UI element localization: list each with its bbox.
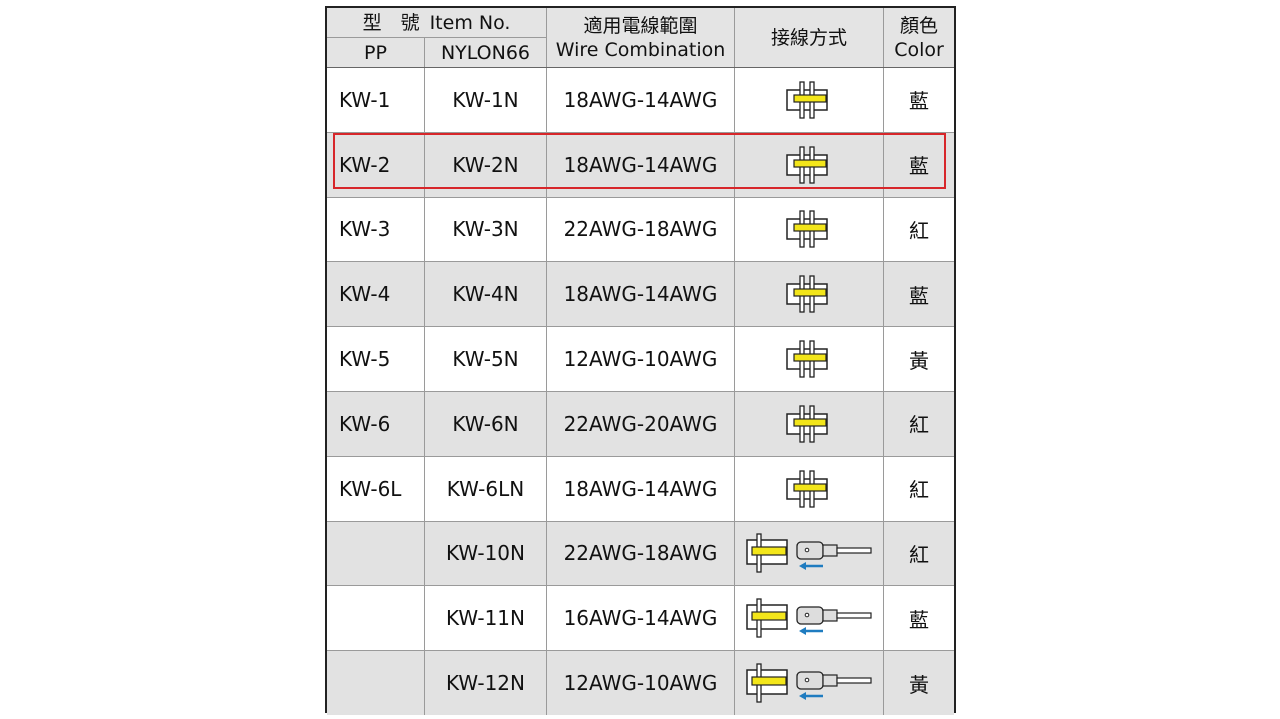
wire-range-cell: 12AWG-10AWG xyxy=(547,327,735,391)
row-divider xyxy=(327,131,954,133)
nylon-model-cell: KW-12N xyxy=(425,651,547,715)
connection-cell xyxy=(735,586,884,651)
wire-range-cell: 22AWG-20AWG xyxy=(547,392,735,456)
tab-connector-icon xyxy=(783,80,835,120)
table-row: KW-6 KW-6N 22AWG-20AWG 紅 xyxy=(327,392,954,456)
pp-model-cell: KW-6L xyxy=(327,456,425,521)
row-divider xyxy=(327,391,954,392)
color-header: 顏色 Color xyxy=(884,8,954,67)
connection-cell xyxy=(735,392,884,456)
wire-range-cell: 16AWG-14AWG xyxy=(547,586,735,651)
wire-zh-label: 適用電線範圍 xyxy=(583,14,698,37)
tab-connector-icon xyxy=(783,404,835,444)
model-label: 型 號 xyxy=(362,11,420,34)
nylon-model-cell: KW-4N xyxy=(425,262,547,327)
pp-model-cell: KW-3 xyxy=(327,197,425,262)
wire-en-label: Wire Combination xyxy=(555,38,726,61)
wire-range-cell: 18AWG-14AWG xyxy=(547,262,735,327)
row-divider xyxy=(327,455,954,457)
color-cell: 黃 xyxy=(909,348,929,373)
table-row: KW-5 KW-5N 12AWG-10AWG 黃 xyxy=(327,327,954,391)
row-divider xyxy=(327,650,954,652)
wire-range-cell: 22AWG-18AWG xyxy=(547,197,735,262)
nylon-model-cell: KW-11N xyxy=(425,586,547,651)
connector-spec-table: 型 號 Item No. PP NYLON66 適用電線範圍 Wire Comb… xyxy=(325,6,956,715)
tab-connector-icon xyxy=(783,209,835,249)
row-divider xyxy=(327,326,954,328)
pp-model-cell: KW-4 xyxy=(327,262,425,327)
table-row: KW-12N 12AWG-10AWG 黃 xyxy=(327,651,954,715)
color-cell: 紅 xyxy=(909,478,929,503)
color-en-label: Color xyxy=(894,38,944,61)
item-no-header: 型 號 Item No. xyxy=(327,8,547,38)
row-divider xyxy=(327,196,954,198)
table-header: 型 號 Item No. PP NYLON66 適用電線範圍 Wire Comb… xyxy=(327,8,954,67)
nylon-model-cell: KW-3N xyxy=(425,197,547,262)
pp-model-cell xyxy=(327,521,425,586)
pp-model-cell xyxy=(327,651,425,715)
pp-model-cell: KW-2 xyxy=(327,132,425,197)
item-no-label: Item No. xyxy=(429,11,511,34)
pp-model-cell xyxy=(327,586,425,651)
pp-model-cell: KW-1 xyxy=(327,68,425,132)
table-row: KW-4 KW-4N 18AWG-14AWG 藍 xyxy=(327,262,954,327)
connection-cell xyxy=(735,521,884,586)
tab-with-terminal-icon xyxy=(743,597,875,639)
table-row: KW-11N 16AWG-14AWG 藍 xyxy=(327,586,954,651)
color-cell: 紅 xyxy=(909,542,929,567)
nylon-header: NYLON66 xyxy=(425,38,547,67)
color-cell: 藍 xyxy=(909,283,929,308)
tab-connector-icon xyxy=(783,274,835,314)
wire-range-cell: 12AWG-10AWG xyxy=(547,651,735,715)
wire-range-cell: 18AWG-14AWG xyxy=(547,456,735,521)
nylon-model-cell: KW-1N xyxy=(425,68,547,132)
connection-cell xyxy=(735,197,884,262)
color-zh-label: 顏色 xyxy=(899,14,938,37)
color-cell: 藍 xyxy=(909,607,929,632)
tab-with-terminal-icon xyxy=(743,662,875,704)
row-divider xyxy=(327,585,954,587)
nylon-model-cell: KW-2N xyxy=(425,132,547,197)
table-row: KW-10N 22AWG-18AWG 紅 xyxy=(327,521,954,586)
tab-with-terminal-icon xyxy=(743,532,875,574)
tab-connector-icon xyxy=(783,339,835,379)
table-row: KW-6L KW-6LN 18AWG-14AWG 紅 xyxy=(327,456,954,521)
connection-cell xyxy=(735,132,884,197)
row-divider xyxy=(327,520,954,522)
table-row: KW-3 KW-3N 22AWG-18AWG 紅 xyxy=(327,197,954,262)
table-row: KW-1 KW-1N 18AWG-14AWG 藍 xyxy=(327,68,954,132)
wire-range-cell: 18AWG-14AWG xyxy=(547,132,735,197)
color-cell: 藍 xyxy=(909,89,929,114)
color-cell: 黃 xyxy=(909,672,929,697)
connection-cell xyxy=(735,68,884,132)
connection-method-header: 接線方式 xyxy=(735,8,884,67)
wire-range-cell: 18AWG-14AWG xyxy=(547,68,735,132)
nylon-model-cell: KW-10N xyxy=(425,521,547,586)
connection-cell xyxy=(735,327,884,391)
color-cell: 紅 xyxy=(909,413,929,438)
nylon-model-cell: KW-6LN xyxy=(425,456,547,521)
pp-model-cell: KW-5 xyxy=(327,327,425,391)
pp-model-cell: KW-6 xyxy=(327,392,425,456)
connection-cell xyxy=(735,456,884,521)
table-row: KW-2 KW-2N 18AWG-14AWG 藍 xyxy=(327,132,954,197)
connection-cell xyxy=(735,262,884,327)
color-cell: 藍 xyxy=(909,154,929,179)
row-divider xyxy=(327,261,954,263)
tab-connector-icon xyxy=(783,145,835,185)
pp-header: PP xyxy=(327,38,425,67)
nylon-model-cell: KW-5N xyxy=(425,327,547,391)
wire-range-cell: 22AWG-18AWG xyxy=(547,521,735,586)
header-divider xyxy=(327,67,954,68)
tab-connector-icon xyxy=(783,469,835,509)
wire-combination-header: 適用電線範圍 Wire Combination xyxy=(547,8,735,67)
color-cell: 紅 xyxy=(909,218,929,243)
nylon-model-cell: KW-6N xyxy=(425,392,547,456)
connection-cell xyxy=(735,651,884,715)
